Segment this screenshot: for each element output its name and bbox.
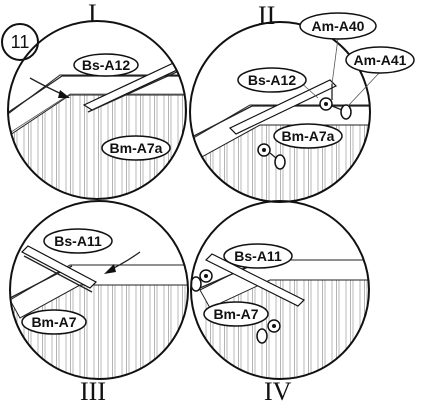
roman-numeral: IV	[264, 377, 292, 406]
label-bs-a12: Bs-A12	[237, 67, 307, 93]
label-am-a41: Am-A41	[345, 46, 415, 107]
panel-circle	[7, 20, 187, 200]
label-bm-a7a: Bm-A7a	[273, 123, 343, 149]
panel-2: II Am-A40 Am-A41 Bs-A12 Bm-A7a	[189, 1, 415, 203]
panel-3: III Bs-A11 Bm-A7	[9, 200, 189, 406]
svg-text:Am-A41: Am-A41	[354, 52, 407, 68]
label-bs-a12: Bs-A12	[73, 53, 139, 77]
rail-piece	[82, 57, 186, 111]
arrow-icon	[58, 90, 70, 98]
screw-icon	[256, 328, 268, 344]
svg-text:Bs-A11: Bs-A11	[234, 248, 282, 264]
svg-text:Bm-A7: Bm-A7	[31, 314, 76, 330]
roman-numeral: III	[80, 377, 106, 406]
label-am-a40: Am-A40	[299, 12, 377, 85]
rail-piece	[204, 253, 306, 307]
svg-text:Bs-A11: Bs-A11	[54, 233, 102, 249]
arrow-icon	[104, 264, 116, 274]
label-bm-a7: Bm-A7	[203, 301, 269, 327]
label-bm-a7: Bm-A7	[21, 309, 87, 335]
label-bm-a7a: Bm-A7a	[101, 135, 171, 161]
panel-4: IV Bs-A11 Bm-A7	[190, 200, 370, 406]
svg-text:Bm-A7a: Bm-A7a	[282, 128, 335, 144]
label-bs-a11: Bs-A11	[223, 243, 293, 269]
panel-circle	[190, 200, 370, 380]
svg-text:Bm-A7: Bm-A7	[213, 306, 258, 322]
svg-text:Bs-A12: Bs-A12	[248, 72, 296, 88]
svg-text:Am-A40: Am-A40	[312, 18, 365, 34]
step-number: 11	[11, 32, 30, 52]
label-bs-a11: Bs-A11	[43, 228, 113, 254]
roman-numeral: I	[88, 0, 97, 28]
step-badge: 11	[1, 23, 39, 61]
screw-icon	[274, 154, 286, 170]
screw-icon	[340, 104, 352, 120]
panel-circle	[9, 200, 189, 380]
rail-piece	[21, 245, 97, 289]
svg-text:Bs-A12: Bs-A12	[82, 57, 130, 73]
roman-numeral: II	[258, 1, 275, 30]
svg-text:Bm-A7a: Bm-A7a	[110, 140, 163, 156]
rail-piece	[228, 79, 338, 135]
panel-1: I Bs-A12 Bm-A7a	[7, 0, 187, 200]
screw-icon	[191, 276, 202, 292]
